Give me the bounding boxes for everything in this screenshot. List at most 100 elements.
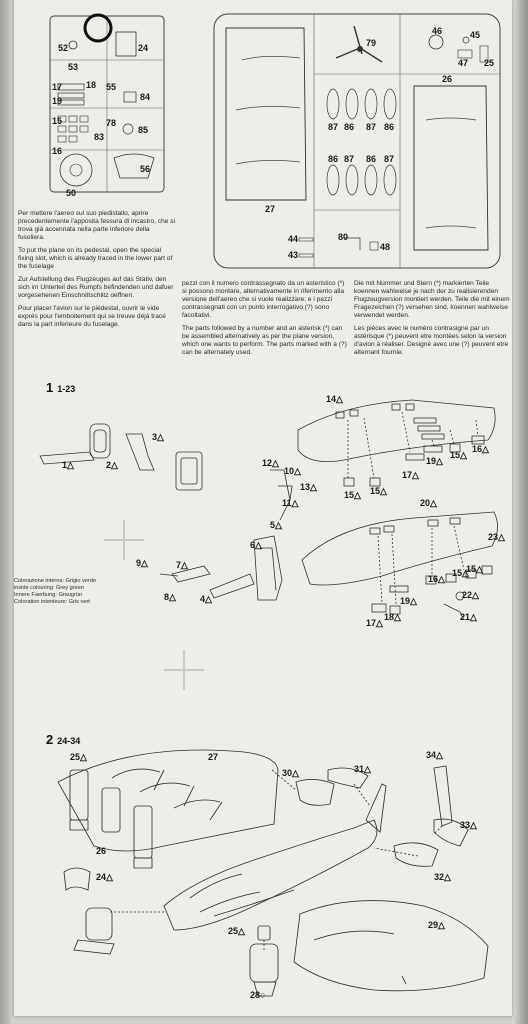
alternative-parts-text-1: pezzi con il numero contrassegnato da un… xyxy=(182,280,348,362)
part-label: 1△ xyxy=(62,460,74,470)
part-label: 34△ xyxy=(426,750,443,760)
part-label: 7△ xyxy=(176,560,188,570)
part-label: 17△ xyxy=(366,618,383,628)
sprue-part-label: 18 xyxy=(86,80,97,90)
sprue-part-label: 80 xyxy=(338,232,349,242)
part-label: 3△ xyxy=(152,432,164,442)
part-label: 15△ xyxy=(452,568,469,578)
sprue-part-label: 19 xyxy=(52,96,63,106)
sprue-part-label: 87 xyxy=(328,122,339,132)
sprue-part-label: 87 xyxy=(366,122,377,132)
sprue-part-label: 87 xyxy=(384,154,395,164)
sprue-part-label: 50 xyxy=(66,188,77,198)
part-label: 12△ xyxy=(262,458,279,468)
stand-instructions: Per mettere l'aereo sul suo piedistallo,… xyxy=(18,210,178,334)
sprue-part-label: 27 xyxy=(265,204,276,214)
part-label: 29△ xyxy=(428,920,445,930)
alt-text-it: pezzi con il numero contrassegnato da un… xyxy=(182,280,345,319)
step-number: 1 xyxy=(46,380,54,395)
part-label: 30△ xyxy=(282,768,299,778)
page-fold-left xyxy=(0,0,14,1024)
sprue-part-label: 45 xyxy=(470,30,481,40)
part-label: 10△ xyxy=(284,466,301,476)
step-number: 2 xyxy=(46,732,54,747)
sprue-part-label: 78 xyxy=(106,118,117,128)
alt-text-en: The parts followed by a number and an as… xyxy=(182,325,347,356)
sprue-part-label: 87 xyxy=(344,154,355,164)
sprue-part-label: 86 xyxy=(384,122,395,132)
legend-line: inside colouring: Grey green xyxy=(14,585,84,591)
legend-line: Innere Faerbung: Graugrün xyxy=(14,592,83,598)
sprue-part-label: 48 xyxy=(380,242,391,252)
part-label: 33△ xyxy=(460,820,477,830)
sprue-diagrams xyxy=(49,13,501,269)
part-label: 24△ xyxy=(96,872,113,882)
sprue-part-label: 85 xyxy=(138,125,149,135)
part-label: 16△ xyxy=(472,444,489,454)
sprue-part-label: 24 xyxy=(138,43,149,53)
sprue-part-label: 52 xyxy=(58,43,69,53)
part-label: 28○ xyxy=(250,990,266,1000)
part-label: 22△ xyxy=(462,590,479,600)
part-label: 15△ xyxy=(344,490,361,500)
sprue-part-label: 79 xyxy=(366,38,377,48)
part-label: 32△ xyxy=(434,872,451,882)
step-range: 24-34 xyxy=(57,736,81,746)
part-label: 6△ xyxy=(250,540,262,550)
part-label: 14△ xyxy=(326,394,343,404)
sprue-part-label: 26 xyxy=(442,74,453,84)
sprue-part-label: 56 xyxy=(140,164,151,174)
part-label: 25△ xyxy=(70,752,87,762)
sprue-part-label: 44 xyxy=(288,234,299,244)
instruction-sheet: 52 53 24 17 18 19 55 84 15 83 78 85 16 5… xyxy=(14,0,512,1016)
highlight-circle xyxy=(83,13,113,43)
alt-text-fr: Les pièces avec le numéro contrasigne pa… xyxy=(354,325,509,356)
part-label: 21△ xyxy=(460,612,477,622)
part-label: 16△ xyxy=(428,574,445,584)
sprue-part-label: 83 xyxy=(94,132,105,142)
stand-text-it: Per mettere l'aereo sul suo piedistallo,… xyxy=(18,210,176,241)
part-label: 18△ xyxy=(384,612,401,622)
sprue-part-label: 43 xyxy=(288,250,299,260)
part-label: 11△ xyxy=(282,498,299,508)
part-label: 4△ xyxy=(200,594,212,604)
sprue-part-label: 25 xyxy=(484,58,495,68)
part-label: 13△ xyxy=(300,482,317,492)
sprue-part-label: 16 xyxy=(52,146,63,156)
part-label: 19△ xyxy=(400,596,417,606)
part-label: 27 xyxy=(208,752,219,762)
part-label: 17△ xyxy=(402,470,419,480)
stand-text-en: To put the plane on its pedestal, open t… xyxy=(18,247,173,270)
sprue-part-label: 47 xyxy=(458,58,469,68)
step-2-drawing xyxy=(57,749,489,997)
legend-line: Colorazione interna: Grigio verde xyxy=(14,578,97,584)
part-label: 19△ xyxy=(426,456,443,466)
part-label: 15△ xyxy=(450,450,467,460)
part-label: 31△ xyxy=(354,764,371,774)
sprue-part-label: 53 xyxy=(68,62,79,72)
part-label: 23△ xyxy=(488,532,505,542)
part-label: 2△ xyxy=(106,460,118,470)
part-label: 26 xyxy=(96,846,107,856)
sprue-part-label: 55 xyxy=(106,82,117,92)
part-label: 15△ xyxy=(370,486,387,496)
part-label: 9△ xyxy=(136,558,148,568)
part-label: 8△ xyxy=(164,592,176,602)
alt-text-de: Die mit Nummer und Stern (*) markierten … xyxy=(354,280,510,319)
sprue-part-label: 86 xyxy=(366,154,377,164)
stand-text-fr: Pour placer l'avion sur le piédestal, ou… xyxy=(18,305,166,328)
step-1-drawing xyxy=(39,399,498,690)
step-range: 1-23 xyxy=(57,384,76,394)
colour-legend: Colorazione interna: Grigio verde inside… xyxy=(14,578,144,606)
sprue-part-label: 17 xyxy=(52,82,63,92)
sprue-part-label: 46 xyxy=(432,26,443,36)
sprue-part-label: 86 xyxy=(344,122,355,132)
part-label: 25△ xyxy=(228,926,245,936)
stand-text-de: Zur Aufstellung des Flugzeuges auf das S… xyxy=(18,276,174,299)
part-label: 20△ xyxy=(420,498,437,508)
sprue-part-label: 86 xyxy=(328,154,339,164)
page-fold-right xyxy=(512,0,528,1024)
sprue-part-label: 84 xyxy=(140,92,151,102)
